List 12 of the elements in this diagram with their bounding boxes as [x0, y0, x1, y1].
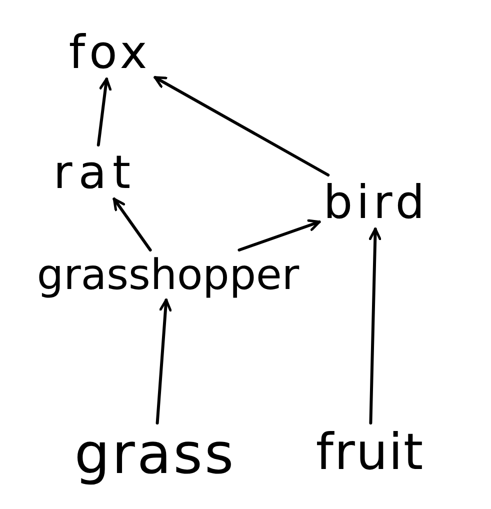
- arrow: [112, 198, 152, 252]
- arrow: [368, 228, 382, 424]
- node-label: grass: [74, 427, 236, 483]
- arrow: [238, 219, 321, 252]
- arrow: [96, 78, 112, 146]
- arrow: [156, 298, 172, 424]
- node-label: fruit: [316, 427, 424, 477]
- node-label: fox: [68, 29, 152, 75]
- arrow: [154, 76, 330, 176]
- node-label: bird: [323, 179, 429, 225]
- node-label: rat: [53, 149, 137, 195]
- node-label: grasshopper: [36, 254, 300, 296]
